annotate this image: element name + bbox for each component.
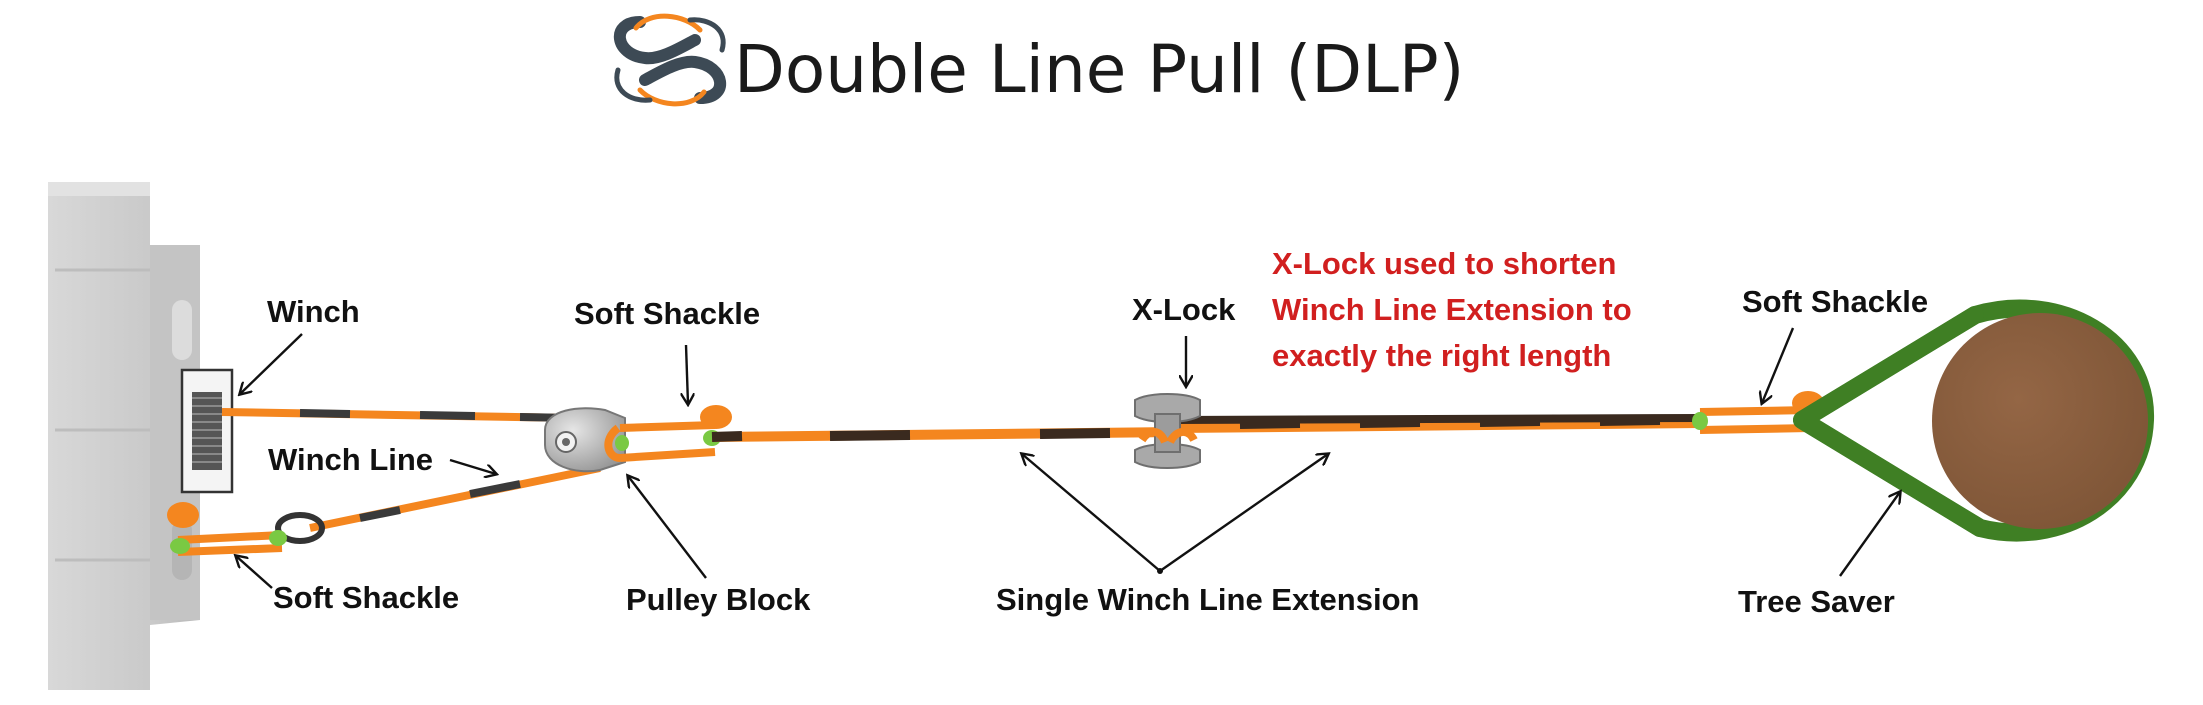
winch <box>180 368 234 494</box>
winch-line-extension <box>711 414 1701 442</box>
winch-line-lower <box>309 464 601 532</box>
pulley-block <box>544 407 626 473</box>
arrow-winch-line <box>449 458 496 474</box>
arrow-soft-shackle-anchor <box>236 556 273 589</box>
thimble-loop <box>275 512 325 544</box>
logo <box>614 13 726 107</box>
tree-saver-straps <box>1793 306 1989 537</box>
winch-line-upper <box>221 408 576 422</box>
label-winch-line: Winch Line <box>268 442 433 477</box>
note-line-2: Winch Line Extension to <box>1272 292 1632 327</box>
note-line-3: exactly the right length <box>1272 338 1611 373</box>
x-lock <box>1134 393 1201 469</box>
label-winch: Winch <box>267 294 360 329</box>
label-pulley-block: Pulley Block <box>626 582 811 617</box>
label-tree-saver: Tree Saver <box>1738 584 1895 619</box>
arrow-extension-left <box>1022 454 1161 572</box>
xlock-logo-icon <box>614 13 726 107</box>
arrow-winch <box>240 333 303 394</box>
label-single-winch-line-extension: Single Winch Line Extension <box>996 582 1419 617</box>
label-soft-shackle-tree: Soft Shackle <box>1742 284 1928 319</box>
arrow-soft-shackle-pulley <box>686 344 688 404</box>
arrow-extension-right <box>1159 454 1328 572</box>
arrow-junction-dot <box>1157 568 1163 574</box>
note-line-1: X-Lock used to shorten <box>1272 246 1616 281</box>
anchor-soft-shackle <box>167 502 287 556</box>
pulley-soft-shackle <box>604 405 732 462</box>
note-block: X-Lock used to shorten Winch Line Extens… <box>1272 246 1632 373</box>
label-soft-shackle-pulley: Soft Shackle <box>574 296 760 331</box>
arrow-tree-saver <box>1839 492 1900 577</box>
label-soft-shackle-anchor: Soft Shackle <box>273 580 459 615</box>
arrow-soft-shackle-tree <box>1762 327 1795 403</box>
arrow-pulley-block <box>628 476 707 579</box>
page-title: Double Line Pull (DLP) <box>734 31 1464 108</box>
label-x-lock: X-Lock <box>1132 292 1236 327</box>
vehicle-front <box>48 182 200 690</box>
tree-trunk <box>1932 313 2148 529</box>
